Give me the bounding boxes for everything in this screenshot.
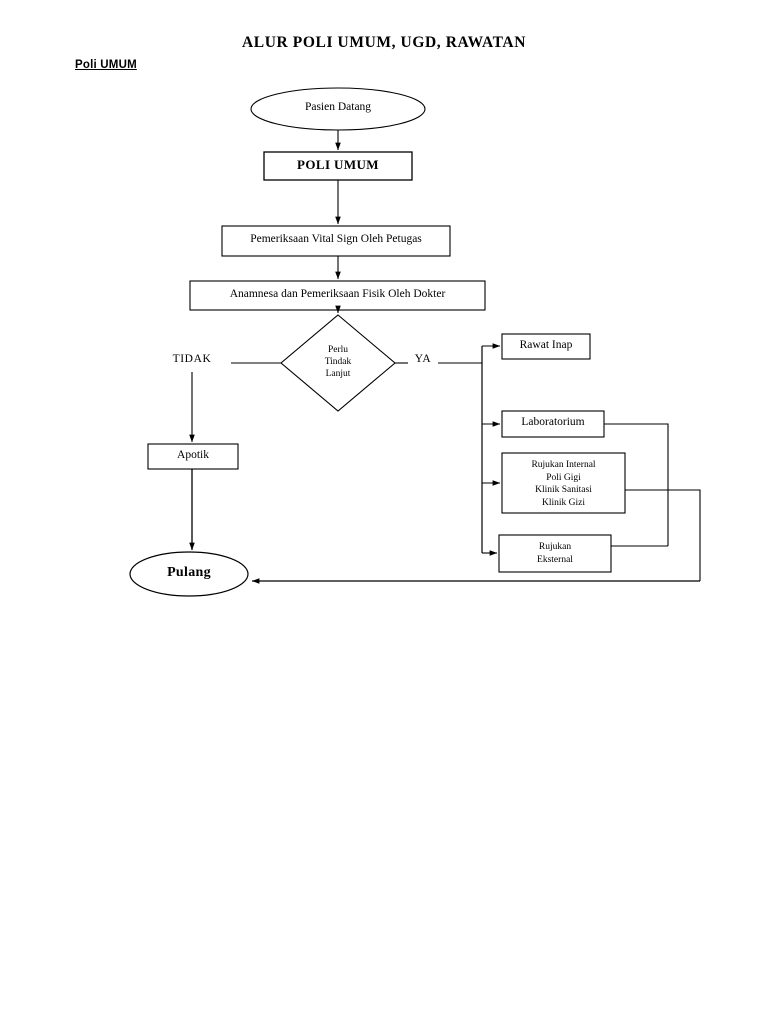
edge-label-tidak: TIDAK (172, 353, 212, 365)
node-rawat-label: Rawat Inap (519, 339, 573, 351)
page-title: ALUR POLI UMUM, UGD, RAWATAN (241, 34, 527, 51)
node-vital-label: Pemeriksaan Vital Sign Oleh Petugas (250, 233, 422, 245)
edge-internal-return (625, 489, 701, 581)
node-eksternal-label: Rujukan Eksternal (537, 542, 573, 565)
node-start-label: Pasien Datang (304, 101, 372, 113)
node-internal-label: Rujukan Internal Poli Gigi Klinik Sanita… (531, 460, 596, 508)
node-poli-label: POLI UMUM (297, 157, 379, 172)
node-lab-label: Laboratorium (521, 416, 585, 428)
section-label: Poli UMUM (75, 59, 137, 71)
node-decision-label: Perlu Tindak Lanjut (324, 345, 352, 380)
node-anamnesa-label: Anamnesa dan Pemeriksaan Fisik Oleh Dokt… (229, 288, 446, 300)
edge-label-ya: YA (414, 353, 432, 365)
node-apotik-label: Apotik (177, 449, 209, 461)
node-pulang-label: Pulang (167, 565, 211, 580)
